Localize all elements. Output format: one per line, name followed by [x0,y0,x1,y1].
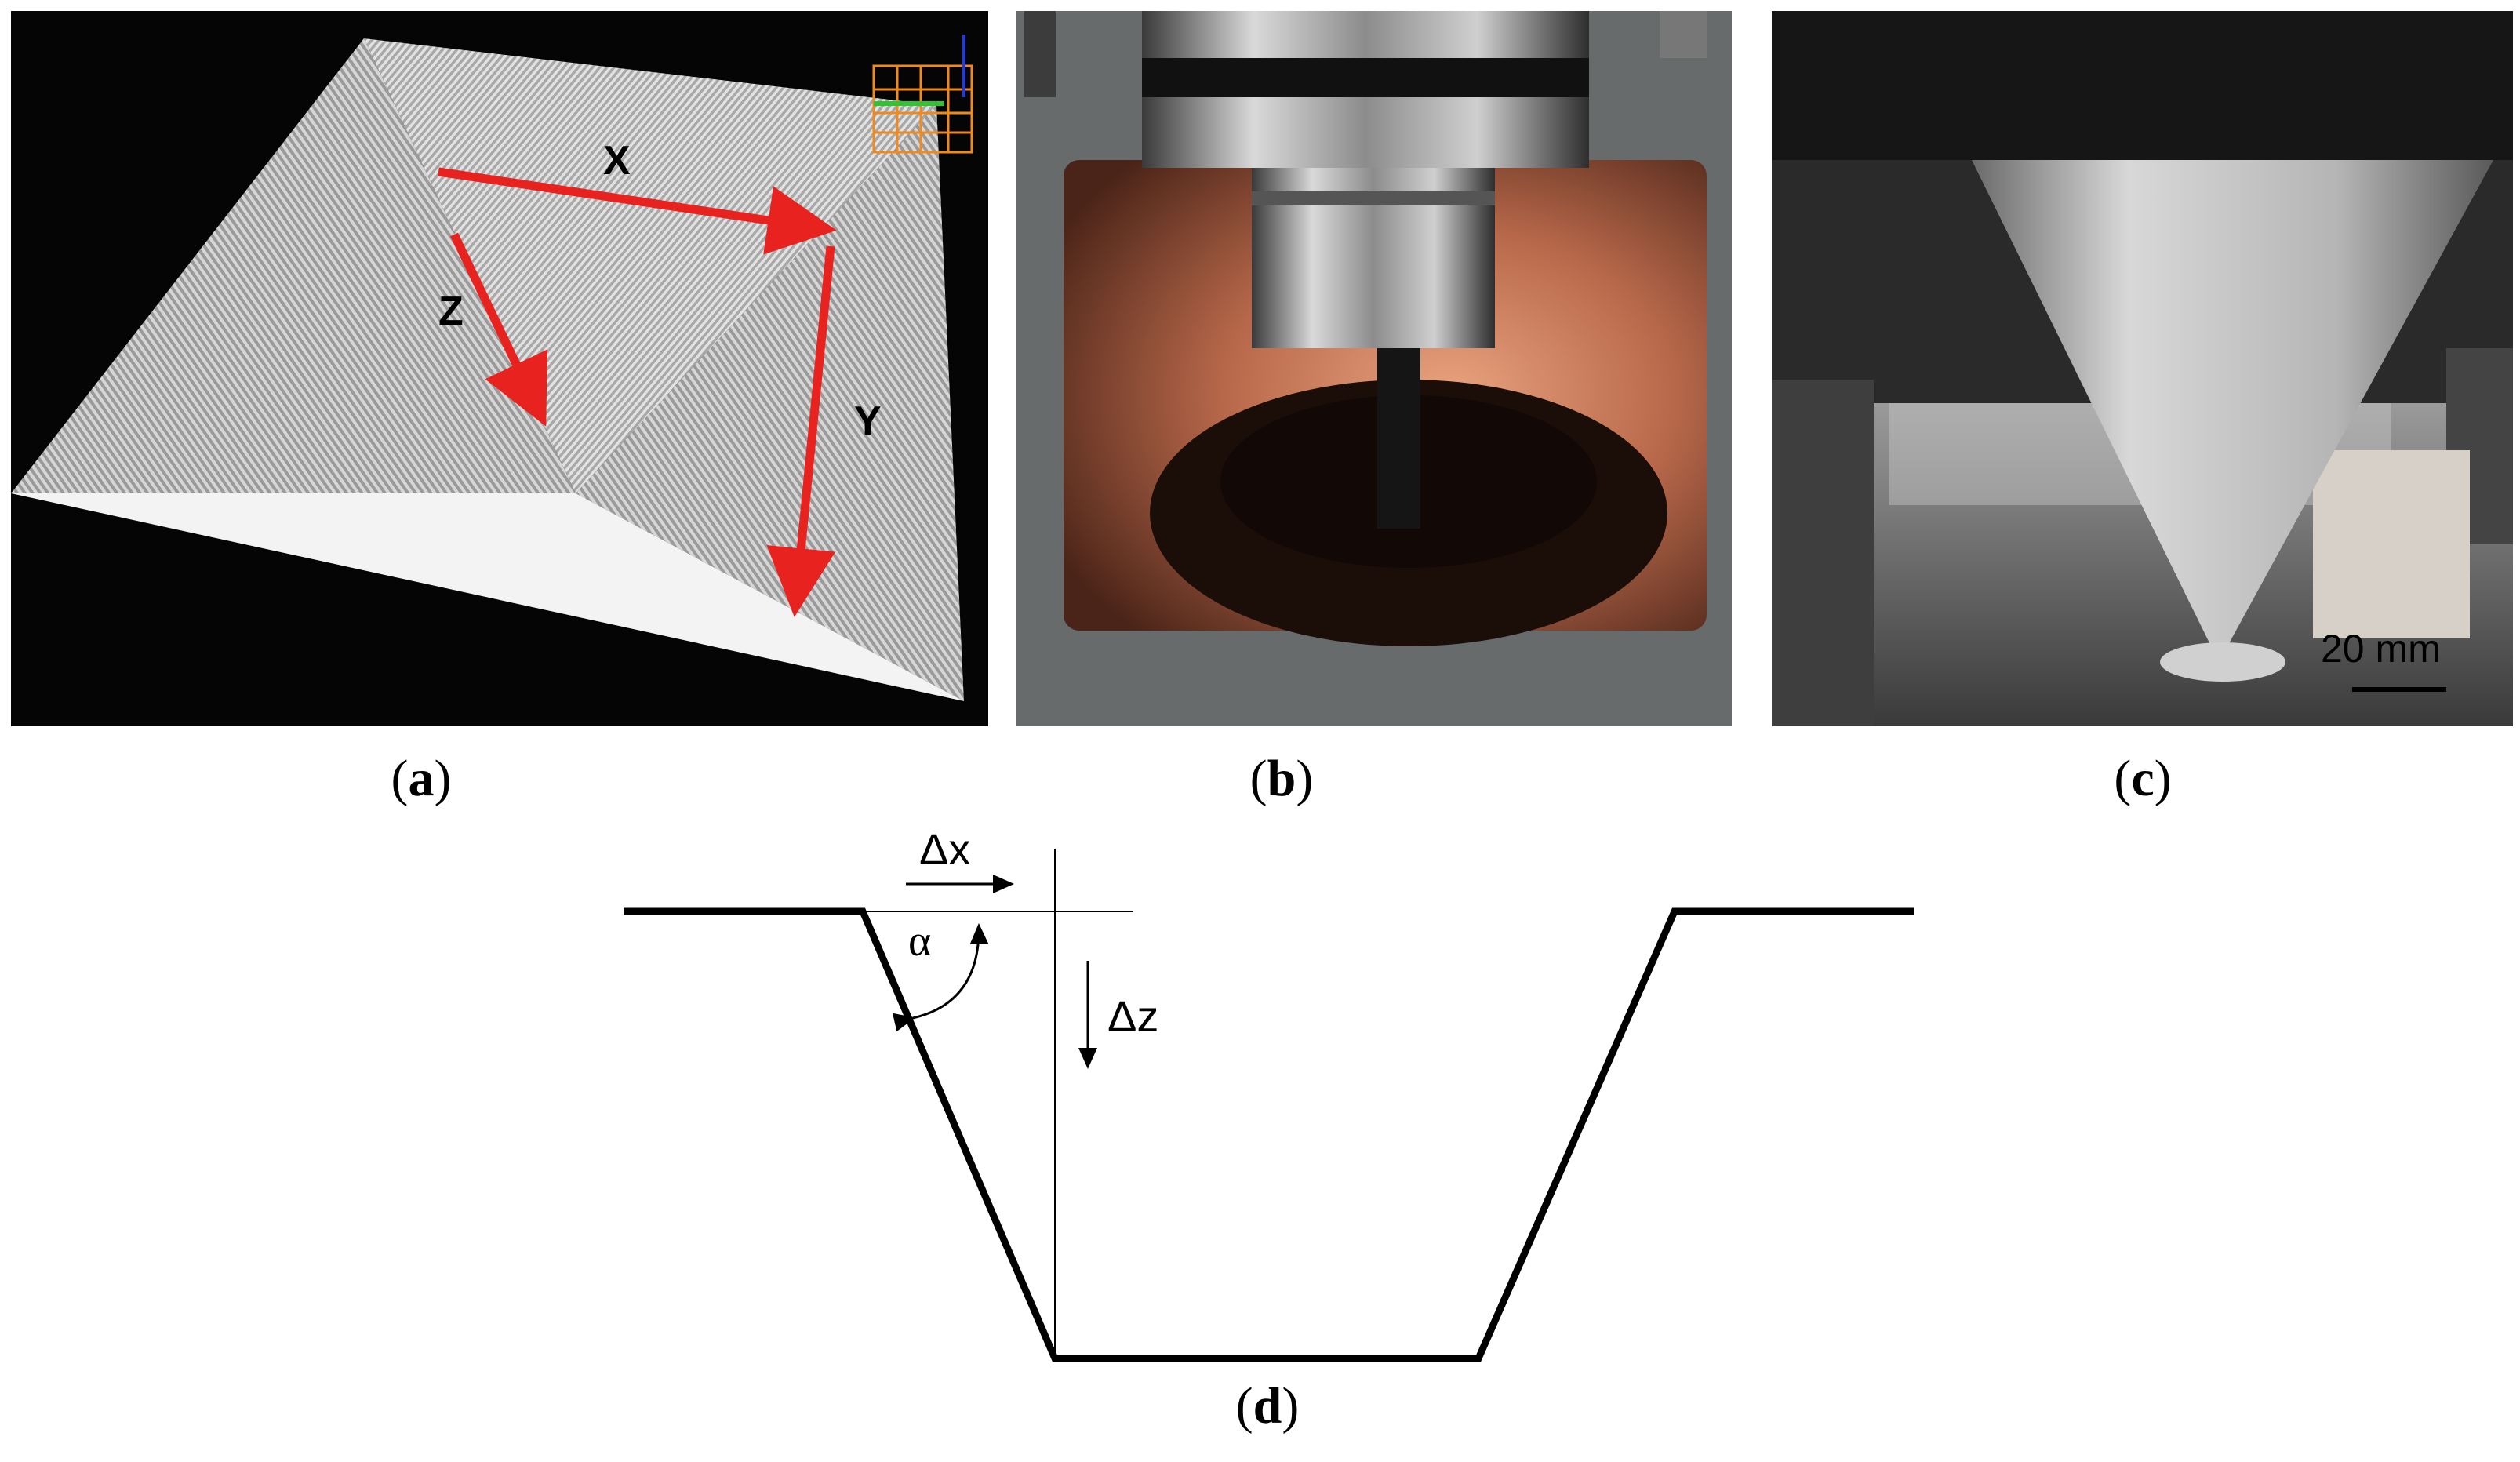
x-arrow [438,167,837,255]
panel-b-photo [1016,11,1732,726]
z-axis-label: Z [438,289,464,334]
alpha-arc [892,923,989,1032]
pyramid-face-bottom [11,493,964,701]
caption-b: (b) [1249,750,1314,807]
panel-d: Δx Δz α [620,816,1922,1365]
scale-bar [2352,687,2446,692]
pyramid-face-top [364,38,936,493]
z-arrow [450,232,547,427]
y-axis-label: Y [854,398,882,444]
panel-a-render: X Z Y [11,11,988,726]
caption-d: (d) [1235,1377,1300,1435]
y-arrow [766,245,836,617]
formed-cone [1972,160,2493,662]
scale-bar-label: 20 mm [2321,627,2441,671]
panel-a: X Z Y [11,11,988,726]
panel-c-photo: 20 mm [1772,11,2513,726]
x-axis-label: X [603,138,631,184]
panel-c: 20 mm [1772,11,2513,726]
dz-label: Δz [1107,991,1158,1041]
pyramid-face-left [11,38,576,493]
dx-label: Δx [919,824,970,874]
alpha-label: α [908,917,931,966]
caption-c: (c) [2114,750,2172,807]
panel-b [1016,11,1732,726]
profile-diagram: Δx Δz α [620,816,1922,1365]
pyramid-face-right [576,105,964,701]
caption-a: (a) [391,750,452,807]
profile-line [624,907,1914,1362]
forming-tool [1377,340,1420,529]
axis-frame-icon [872,35,973,154]
